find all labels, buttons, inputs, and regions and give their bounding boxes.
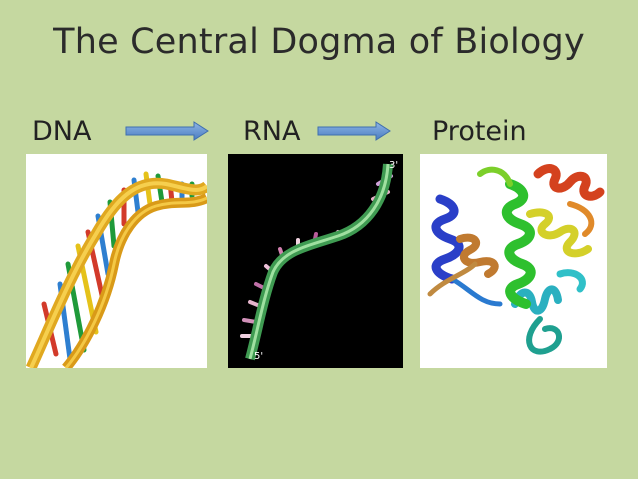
rna-label: RNA [243,116,301,147]
protein-ribbon-icon [427,164,605,355]
rna-to-protein-arrow [317,121,391,141]
rna-3prime-label: 3' [389,160,398,171]
rna-image: 3' 5' [228,154,403,368]
protein-label: Protein [432,116,527,147]
dna-label: DNA [32,116,92,147]
rna-strand-icon: 3' 5' [240,160,398,362]
slide-title: The Central Dogma of Biology [53,22,585,62]
dna-to-rna-arrow [125,121,209,141]
dna-double-helix-icon [26,171,207,368]
protein-image [420,154,607,368]
dna-image [26,154,207,368]
rna-5prime-label: 5' [254,351,263,362]
